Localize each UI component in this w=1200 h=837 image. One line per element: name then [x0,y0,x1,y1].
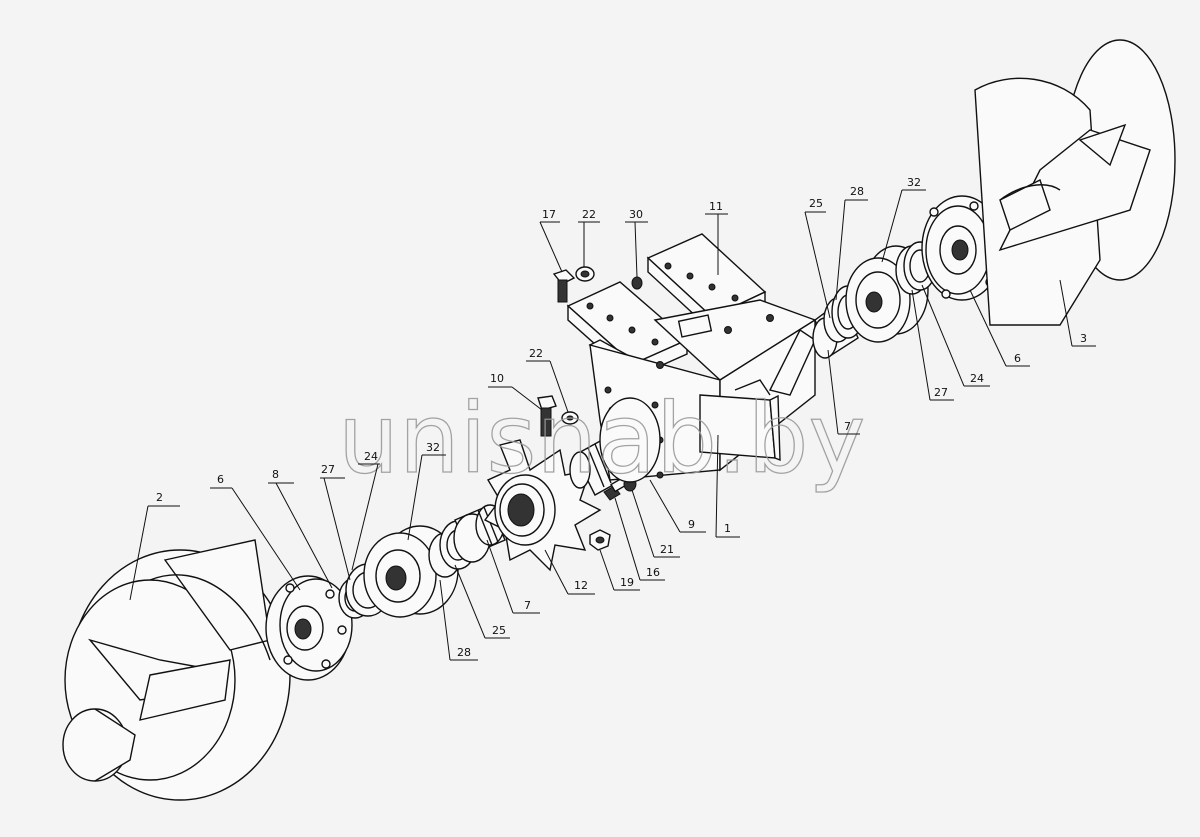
housing-part-1 [588,299,817,483]
callout-16: 16 [646,566,660,579]
callout-28-right: 28 [850,185,864,198]
callout-17: 17 [542,208,556,221]
callout-7-right: 7 [844,420,851,433]
bolt-part-17 [552,269,576,303]
left-bearing-part-32 [363,525,459,618]
right-auger-part-3 [974,39,1176,326]
callout-25-left: 25 [492,624,506,637]
callout-32-right: 32 [907,176,921,189]
callout-11: 11 [709,200,723,213]
bolt-part-10 [537,395,557,437]
callout-27-right: 27 [934,386,948,399]
washer-part-22-upper [575,266,595,282]
set-screw-part-30 [631,276,643,290]
callout-32-left: 32 [426,441,440,454]
watermark-text: unisnab.by [338,383,865,495]
callout-25-right: 25 [809,197,823,210]
callout-9: 9 [688,518,695,531]
callout-22-lower: 22 [529,347,543,360]
callout-2: 2 [156,491,163,504]
callout-19: 19 [620,576,634,589]
callout-22-upper: 22 [582,208,596,221]
right-seal-rings [895,241,937,295]
leader-lines [129,189,1096,661]
callout-21: 21 [660,543,674,556]
callout-7-left: 7 [524,599,531,612]
callout-30: 30 [629,208,643,221]
callout-10: 10 [490,372,504,385]
left-auger-part-2 [62,539,291,801]
right-flange-part-6 [921,195,1003,301]
callout-8: 8 [272,468,279,481]
nut-part-19 [589,529,611,551]
washer-part-22-lower [561,411,579,425]
callout-1: 1 [724,522,731,535]
callout-27-left: 27 [321,463,335,476]
sprocket-part-12 [483,439,602,572]
callout-12: 12 [574,579,588,592]
left-flange-part-6 [265,575,353,681]
callout-6-right: 6 [1014,352,1021,365]
callout-28-left: 28 [457,646,471,659]
callout-6-left: 6 [217,473,224,486]
callout-3: 3 [1080,332,1087,345]
callout-24-left: 24 [364,450,378,463]
callout-24-right: 24 [970,372,984,385]
callout-labels: 2 6 8 27 24 32 28 25 7 12 19 16 21 9 1 1… [156,176,1087,659]
